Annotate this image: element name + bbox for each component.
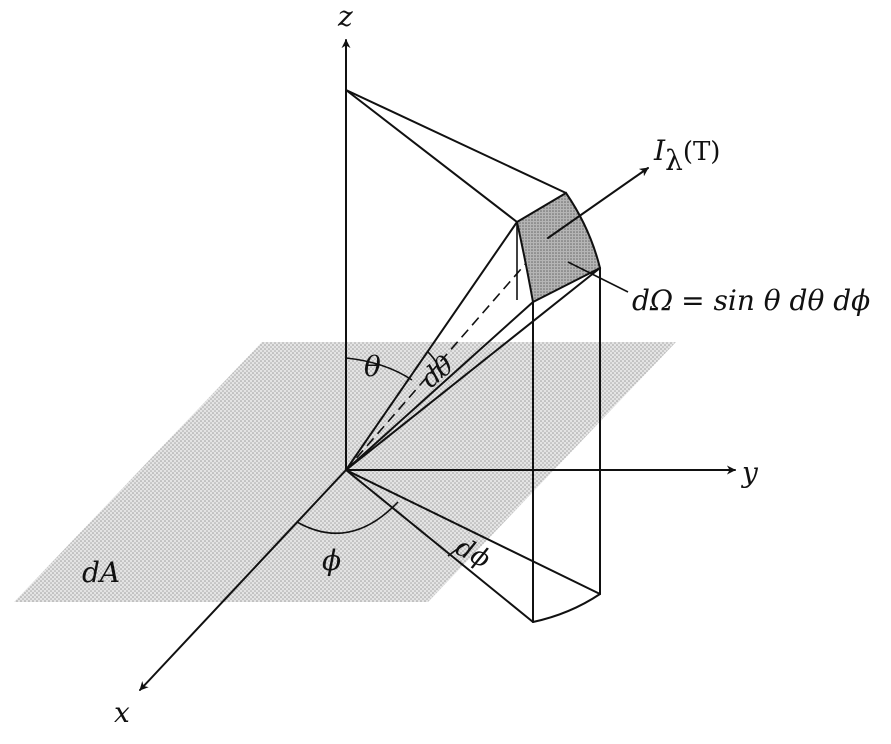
area-label: dA (82, 556, 120, 589)
x-axis-label: x (114, 696, 130, 729)
theta-label: θ (364, 350, 381, 383)
z-axis-label: z (337, 0, 353, 33)
d-theta-arc (427, 351, 443, 379)
phi-label: ϕ (322, 544, 341, 577)
y-axis-label: y (740, 456, 759, 489)
solid-angle-cone (345, 89, 601, 471)
phi-arc (296, 501, 399, 534)
solid-angle-leader (567, 261, 629, 293)
solid-angle-rhs: = sin θ dθ dϕ (681, 284, 870, 317)
solid-angle-label: dΩ= sin θ dθ dϕ (632, 284, 870, 317)
intensity-arrow (547, 167, 649, 239)
intensity-subscript: λ (665, 144, 683, 177)
intensity-symbol: I (653, 134, 666, 167)
x-axis (139, 469, 347, 691)
solid-angle-lhs: dΩ (632, 284, 673, 317)
solid-angle-patch (515, 191, 602, 304)
d-phi-arc (447, 543, 467, 557)
projection-prism (345, 222, 601, 623)
intensity-argument: (T) (683, 137, 721, 167)
theta-arc (345, 357, 413, 381)
intensity-label: Iλ(T) (653, 134, 720, 177)
